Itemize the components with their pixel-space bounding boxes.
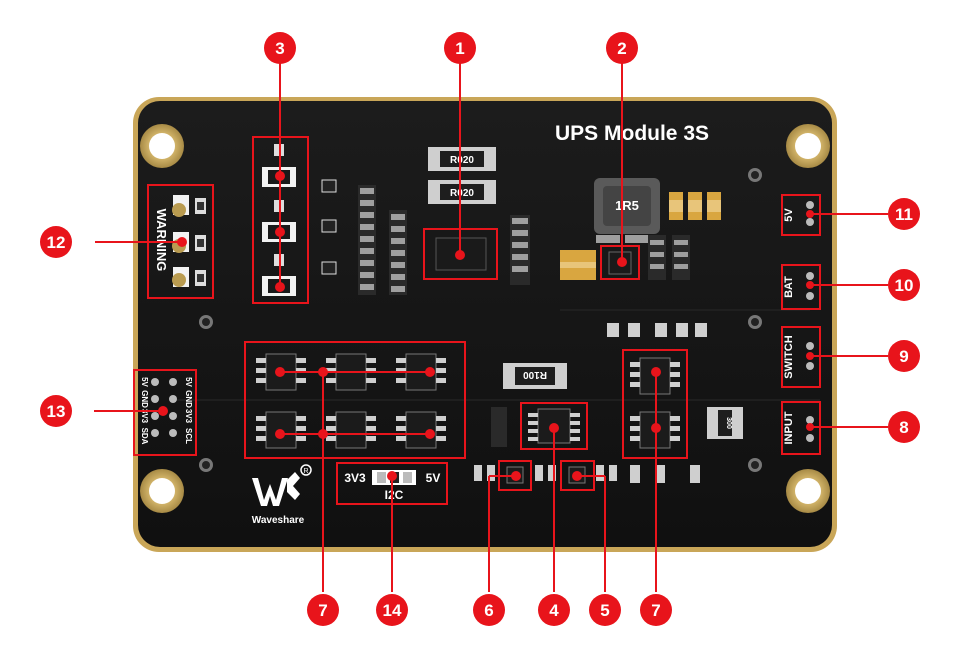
small-transistors (321, 179, 337, 275)
inductor: 1R5 (594, 178, 660, 234)
svg-text:R: R (303, 468, 308, 475)
callout-badge-4: 4 (538, 594, 570, 626)
mounting-hole-bottom-right (786, 469, 830, 513)
svg-text:2: 2 (617, 39, 626, 58)
svg-text:9: 9 (899, 347, 908, 366)
pin-label-left-3: 3V3 (140, 409, 149, 424)
pin-label-right-4: SCL (184, 428, 193, 444)
svg-text:12: 12 (47, 233, 66, 252)
callout-badge-3: 3 (264, 32, 296, 64)
pin-labels-right: 5V GND 3V3 SCL (184, 377, 193, 444)
pin-label-right-2: GND (184, 390, 193, 408)
svg-text:13: 13 (47, 402, 66, 421)
svg-text:10: 10 (895, 276, 914, 295)
callout-anchor-dots (158, 171, 814, 481)
svg-text:5: 5 (600, 601, 609, 620)
pin-labels-left: 5V GND 3V3 SDA (140, 377, 149, 445)
connector-switch: SWITCH (781, 326, 821, 388)
connector-bat-label: BAT (783, 276, 795, 298)
mounting-hole-top-left (140, 124, 184, 168)
svg-text:1: 1 (455, 39, 464, 58)
svg-text:7: 7 (651, 601, 660, 620)
bottom-passive-row (474, 465, 700, 483)
connector-bat: BAT (781, 264, 821, 310)
svg-text:6: 6 (484, 601, 493, 620)
callout-badge-2: 2 (606, 32, 638, 64)
svg-text:4: 4 (549, 601, 559, 620)
svg-text:7: 7 (318, 601, 327, 620)
callout-badge-10: 10 (888, 269, 920, 301)
passive-row-upper (607, 323, 707, 337)
callout-badge-6: 6 (473, 594, 505, 626)
svg-text:14: 14 (383, 601, 402, 620)
pin-label-right-3: 3V3 (184, 409, 193, 424)
mounting-holes (140, 124, 830, 513)
callout-badge-8: 8 (888, 411, 920, 443)
small-part-label: 300 (725, 417, 732, 429)
brand-label: Waveshare (252, 515, 305, 526)
svg-text:11: 11 (895, 205, 913, 224)
pin-label-left-2: GND (140, 390, 149, 408)
waveshare-logo: R Waveshare (252, 464, 312, 526)
callout-badges: 1 2 3 4 5 6 7 7 (40, 32, 920, 626)
connector-input-label: INPUT (783, 411, 795, 444)
svg-text:8: 8 (899, 418, 908, 437)
connector-5v-label: 5V (783, 208, 795, 222)
jumper-right-label: 5V (426, 471, 441, 485)
callout-badge-7-left: 7 (307, 594, 339, 626)
inductor-label: 1R5 (615, 198, 639, 213)
resistor-top-2-label: R020 (450, 188, 474, 199)
resistor-r100: R100 (503, 363, 567, 389)
passive-array-left (358, 185, 530, 295)
pin-label-right-1: 5V (184, 377, 193, 387)
resistor-top-1-label: R020 (450, 155, 474, 166)
callout-badge-14: 14 (376, 594, 408, 626)
small-component-300: 300 (707, 407, 743, 439)
callout-badge-7-right: 7 (640, 594, 672, 626)
pin-header-13: 5V GND 3V3 SDA 5V GND 3V3 SCL (133, 369, 197, 456)
warning-label: WARNING (154, 209, 169, 272)
svg-text:3: 3 (275, 39, 284, 58)
sense-resistors: R020 R020 (428, 147, 496, 204)
callout-badge-12: 12 (40, 226, 72, 258)
board-title: UPS Module 3S (555, 122, 709, 145)
jumper-left-label: 3V3 (344, 471, 366, 485)
warning-leds (172, 195, 206, 287)
callout-badge-9: 9 (888, 340, 920, 372)
callout-badge-13: 13 (40, 395, 72, 427)
i2c-label: I2C (385, 488, 404, 502)
mounting-hole-bottom-left (140, 469, 184, 513)
resistor-mid-label: R100 (523, 369, 547, 380)
passive-array-right (596, 235, 690, 280)
warning-section: WARNING (147, 184, 214, 299)
connector-switch-label: SWITCH (783, 335, 795, 378)
callout-badge-5: 5 (589, 594, 621, 626)
callout-badge-1: 1 (444, 32, 476, 64)
pin-label-left-1: 5V (140, 377, 149, 387)
mounting-hole-top-right (786, 124, 830, 168)
capacitors-top (560, 192, 721, 280)
callout-badge-11: 11 (888, 198, 920, 230)
pin-label-left-4: SDA (140, 428, 149, 445)
